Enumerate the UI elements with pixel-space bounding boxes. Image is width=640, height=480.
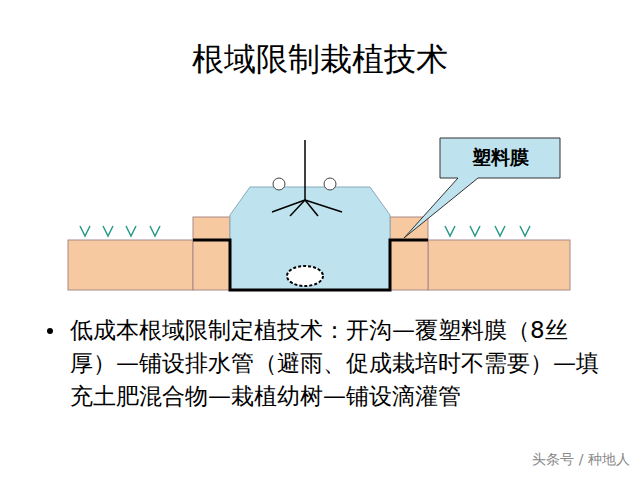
left-ridge-base (193, 240, 230, 290)
diagram-title: 根域限制栽植技术 (0, 38, 640, 82)
plastic-film-line (193, 240, 428, 290)
drip-pipe (273, 178, 285, 190)
drain-pipe (287, 266, 323, 286)
right-soil (428, 240, 570, 290)
callout-shape (404, 138, 560, 238)
grass (80, 226, 530, 236)
watermark: 头条号 / 种地人 (500, 450, 630, 468)
left-soil (68, 240, 193, 290)
method-note: 低成本根域限制定植技术：开沟—覆塑料膜（8丝厚）—铺设排水管（避雨、促成栽培时不… (70, 314, 610, 413)
right-ridge-base (390, 240, 428, 290)
callout-label: 塑料膜 (472, 145, 529, 171)
young-tree (272, 140, 342, 216)
bullet-dot (47, 328, 53, 334)
left-ridge (193, 217, 230, 240)
drip-pipe (324, 178, 336, 190)
soil-mix (230, 187, 390, 290)
callout-box: 塑料膜 (440, 138, 560, 178)
